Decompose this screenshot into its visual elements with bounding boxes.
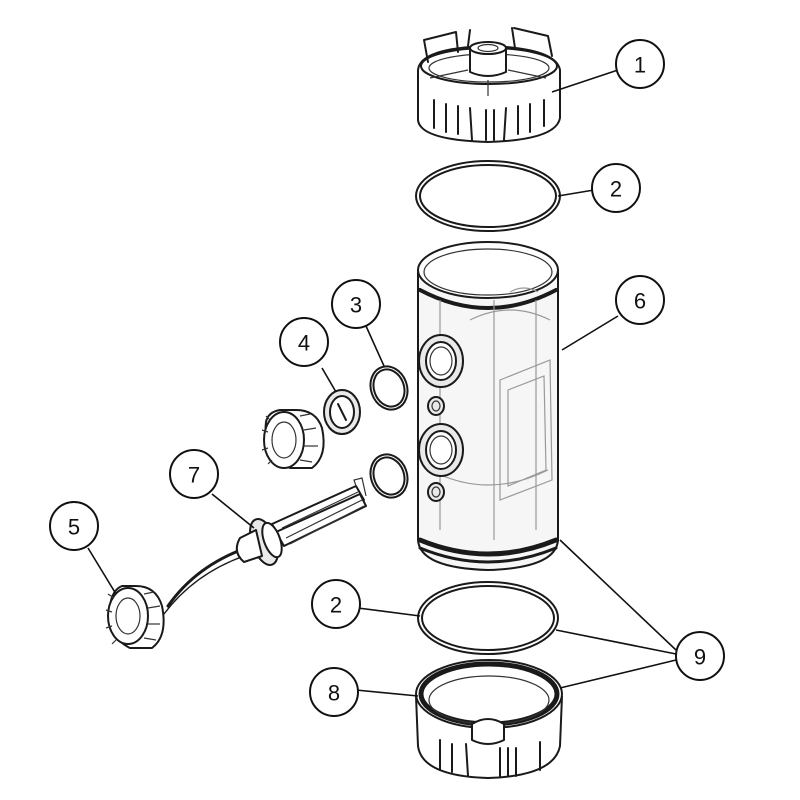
callout-label: 8 bbox=[328, 681, 340, 706]
callout-label: 2 bbox=[330, 593, 342, 618]
part-union-nut-lower bbox=[105, 585, 165, 649]
callout-1: 1 bbox=[615, 39, 665, 89]
leader-lines bbox=[87, 69, 677, 697]
part-washer bbox=[323, 389, 361, 435]
callout-label: 7 bbox=[188, 463, 200, 488]
callout-label: 9 bbox=[694, 645, 706, 670]
callout-7: 7 bbox=[169, 449, 219, 499]
callout-label: 5 bbox=[68, 515, 80, 540]
callout-2-bottom: 2 bbox=[311, 579, 361, 629]
part-bottom-o-ring bbox=[417, 581, 559, 655]
callout-4: 4 bbox=[279, 317, 329, 367]
callout-label: 1 bbox=[634, 53, 646, 78]
callout-label: 2 bbox=[610, 177, 622, 202]
callout-5: 5 bbox=[49, 501, 99, 551]
part-union-nut-upper bbox=[261, 409, 325, 469]
callout-2-top: 2 bbox=[591, 163, 641, 213]
callout-label: 6 bbox=[634, 289, 646, 314]
callout-8: 8 bbox=[309, 667, 359, 717]
part-electrode bbox=[163, 477, 367, 615]
part-top-cap bbox=[417, 27, 561, 143]
callout-label: 4 bbox=[298, 331, 310, 356]
callout-label: 3 bbox=[350, 293, 362, 318]
callout-9: 9 bbox=[675, 631, 725, 681]
callout-6: 6 bbox=[615, 275, 665, 325]
callout-3: 3 bbox=[331, 279, 381, 329]
part-port-o-rings bbox=[369, 365, 409, 499]
part-top-o-ring bbox=[415, 160, 561, 232]
part-bottom-cap bbox=[415, 659, 563, 779]
part-cell-body bbox=[417, 241, 559, 572]
